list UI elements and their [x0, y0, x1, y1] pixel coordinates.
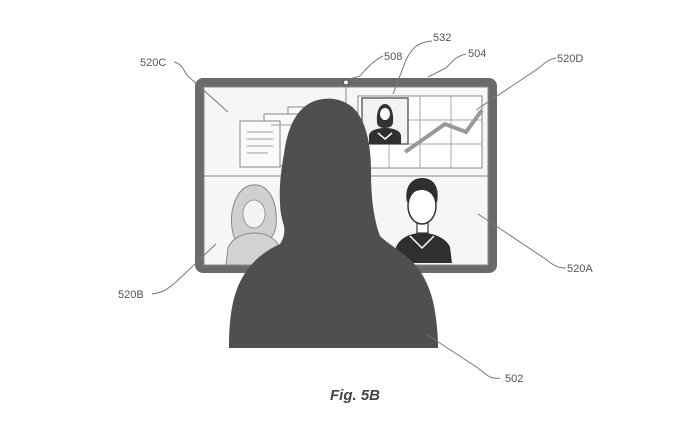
silhouette-figure	[229, 98, 438, 348]
region-520d-chart	[357, 95, 484, 169]
leader-520b	[151, 243, 217, 295]
figure-caption: Fig. 5B	[330, 387, 380, 404]
leader-520a	[477, 213, 567, 269]
leader-520c	[173, 61, 229, 113]
label-520c: 520C	[140, 57, 166, 69]
chart-trend-line	[403, 108, 484, 154]
label-520b: 520B	[118, 289, 144, 301]
region-520a-man	[394, 178, 452, 263]
leader-504	[427, 53, 467, 78]
man-collar	[409, 235, 435, 250]
local-user-silhouette-502	[229, 98, 438, 348]
label-520a: 520A	[567, 263, 593, 275]
region-520b-woman	[225, 184, 283, 266]
man-hair	[406, 178, 438, 203]
leader-532	[392, 40, 433, 95]
leader-508	[349, 55, 384, 80]
leader-lines	[151, 40, 567, 379]
leader-502	[425, 333, 501, 379]
leader-520d	[475, 57, 557, 111]
document-icon	[239, 120, 281, 168]
label-520d: 520D	[557, 53, 583, 65]
label-508: 508	[384, 51, 402, 63]
label-504: 504	[468, 48, 486, 60]
woman-face	[242, 199, 266, 229]
label-502: 502	[505, 373, 523, 385]
reference-labels: 532 508 504 520C 520D 520A 520B 502	[118, 32, 593, 385]
camera-icon	[343, 79, 349, 86]
label-532: 532	[433, 32, 451, 44]
inset-woman-figure	[369, 104, 401, 144]
